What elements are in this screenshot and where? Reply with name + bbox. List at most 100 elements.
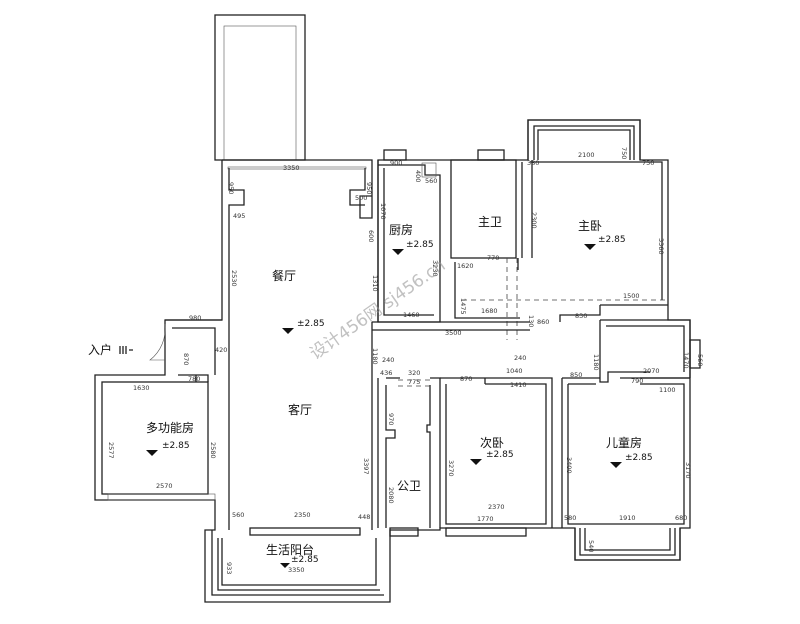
dimension-label: 130 [527,315,535,327]
dimension-label: 3270 [447,460,455,477]
dimension-label: 2530 [230,270,238,287]
dimension-label: 420 [215,346,227,354]
dimension-label: 240 [514,354,526,362]
dimension-label: 2080 [387,487,395,504]
level-marker: ±2.85 [146,441,190,456]
dimension-label: 1630 [133,384,150,392]
level-text: ±2.85 [598,235,626,245]
dimension-label: 560 [696,354,704,366]
level-triangle-icon [392,249,404,255]
dimension-label: 1475 [459,298,467,315]
dimension-label: 1180 [371,348,379,365]
level-marker: ±2.85 [392,240,434,255]
dimension-label: 980 [189,314,201,322]
dimension-label: 970 [387,413,395,425]
dimension-label: 560 [232,511,244,519]
room-label-public-bath: 公卫 [397,479,421,493]
room-label-living: 客厅 [288,402,312,417]
room-label-dining: 餐厅 [272,268,296,283]
dimension-label: 500 [355,194,367,202]
dimension-label: 495 [233,212,245,220]
dimension-label: 448 [358,513,370,521]
dimension-label: 400 [414,170,422,182]
dimension-label: 3170 [684,462,692,479]
dimension-label: 950 [227,182,235,194]
dimension-label: 750 [642,159,654,167]
level-triangle-icon [584,244,596,250]
dimension-label: 780 [188,375,200,383]
level-text: ±2.85 [291,555,319,565]
level-text: ±2.85 [162,441,190,451]
dimension-label: 3230 [431,260,439,277]
level-text: ±2.85 [486,450,514,460]
dimension-label: 790 [631,377,643,385]
level-triangle-icon [610,462,622,468]
room-label-master-bath: 主卫 [478,215,502,229]
dimension-label: 1680 [481,307,498,315]
room-label-second-bedroom: 次卧 [480,436,504,450]
dimension-label: 870 [460,375,472,383]
dimension-label: 900 [390,159,402,167]
dimension-label: 933 [225,562,233,574]
level-triangle-icon [470,459,482,465]
dimension-label: 775 [408,378,420,386]
dimension-label: 560 [425,177,437,185]
level-marker: ±2.85 [280,555,319,568]
room-label-kitchen: 厨房 [389,222,413,237]
walls [94,14,701,603]
dimension-label: 436 [380,369,392,377]
dimension-label: 2370 [488,503,505,511]
dimension-label: 3350 [288,566,305,574]
dimension-label: 1100 [659,386,676,394]
dimension-label: 950 [365,182,373,194]
dimension-label: 870 [182,353,190,365]
entrance-arrow-icon [119,346,133,354]
dimension-label: 1040 [506,367,523,375]
level-text: ±2.85 [406,240,434,250]
dimension-label: 580 [564,514,576,522]
level-text: ±2.85 [297,319,325,329]
dimension-label: 2580 [209,442,217,459]
dimension-label: 2100 [578,151,595,159]
dimension-label: 770 [487,254,499,262]
dimension-label: 850 [570,371,582,379]
dimension-label: 1070 [379,203,387,220]
dimension-label: 1470 [682,352,690,369]
dimension-label: 380 [527,159,539,167]
dimension-label: 1410 [510,381,527,389]
dimension-label: 2350 [294,511,311,519]
dimension-label: 1910 [619,514,636,522]
dimension-label: 1620 [457,262,474,270]
room-label-master-bedroom: 主卧 [578,219,602,233]
dimension-label: 1460 [403,311,420,319]
dimension-label: 3400 [565,457,573,474]
room-labels: 餐厅 厨房 主卫 主卧 客厅 多功能房 公卫 次卧 儿童房 生活阳台 入户 [88,215,642,557]
dimension-label: 3360 [657,238,665,255]
level-text: ±2.85 [625,453,653,463]
dimension-label: 830 [575,312,587,320]
level-triangle-icon [280,563,290,568]
level-triangle-icon [282,328,294,334]
dimension-label: 1310 [371,275,379,292]
dimension-label: 750 [620,147,628,159]
room-label-balcony: 生活阳台 [266,542,314,557]
dimension-label: 1500 [623,292,640,300]
entrance-label: 入户 [88,342,112,357]
level-marker: ±2.85 [610,453,653,468]
dimension-label: 1770 [477,515,494,523]
level-markers: ±2.85 ±2.85 ±2.85 ±2.85 ±2.85 ±2.85 ±2.8… [146,235,653,568]
level-marker: ±2.85 [584,235,626,250]
dimension-label: 240 [382,356,394,364]
dimension-label: 3397 [362,458,370,475]
dimension-label: 1180 [592,354,600,371]
dimension-label: 600 [367,230,375,242]
dimension-label: 2300 [530,212,538,229]
level-marker: ±2.85 [282,319,325,334]
dimension-label: 3350 [283,164,300,172]
level-triangle-icon [146,450,158,456]
room-label-kids: 儿童房 [606,435,642,450]
dimension-label: 860 [537,318,549,326]
dimension-label: 3500 [445,329,462,337]
